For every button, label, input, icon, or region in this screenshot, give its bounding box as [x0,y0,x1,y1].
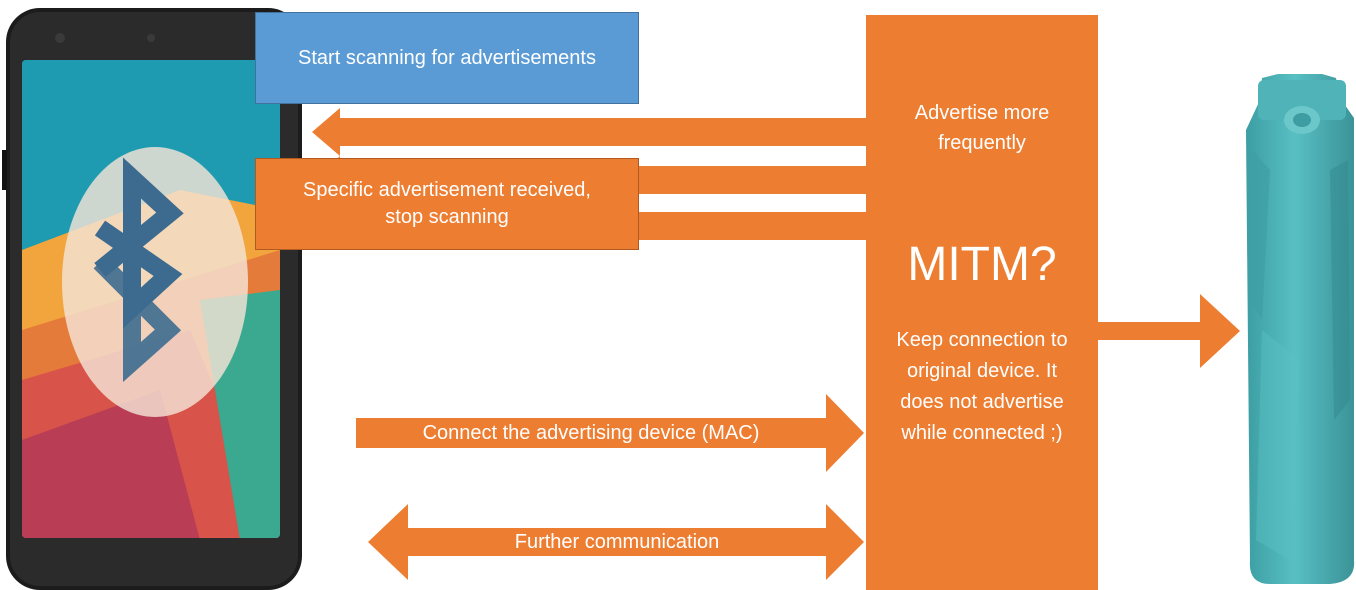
advertisement-received-box: Specific advertisement received, stop sc… [255,158,639,250]
connect-arrow-label: Connect the advertising device (MAC) [422,422,760,444]
mitm-keep-line-3: does not advertise [900,391,1064,413]
mitm-keep-line-4: while connected ;) [901,422,1063,444]
mitm-to-bottle-arrow [1098,294,1240,368]
mitm-title: MITM? [907,238,1057,291]
connect-arrow [356,394,864,472]
start-scanning-label: Start scanning for advertisements [298,46,596,69]
left-arrow-1 [312,108,866,156]
mitm-keep-connection-text: Keep connection to original device. It d… [866,325,1098,455]
mitm-advertise-line-2: frequently [938,132,1026,154]
mitm-keep-line-1: Keep connection to [896,329,1068,351]
smart-bottle-illustration [1246,74,1355,584]
mitm-advertise-text: Advertise more frequently [866,98,1098,160]
mitm-panel [866,15,1098,590]
further-communication-arrow [368,504,864,580]
mitm-advertise-line-1: Advertise more [914,102,1050,124]
mitm-keep-line-2: original device. It [906,360,1058,382]
smartphone-illustration [2,8,302,590]
received-label-line-2: stop scanning [385,206,509,228]
start-scanning-box: Start scanning for advertisements [255,12,639,104]
further-communication-label: Further communication [514,531,720,553]
received-label-line-1: Specific advertisement received, [303,179,591,201]
